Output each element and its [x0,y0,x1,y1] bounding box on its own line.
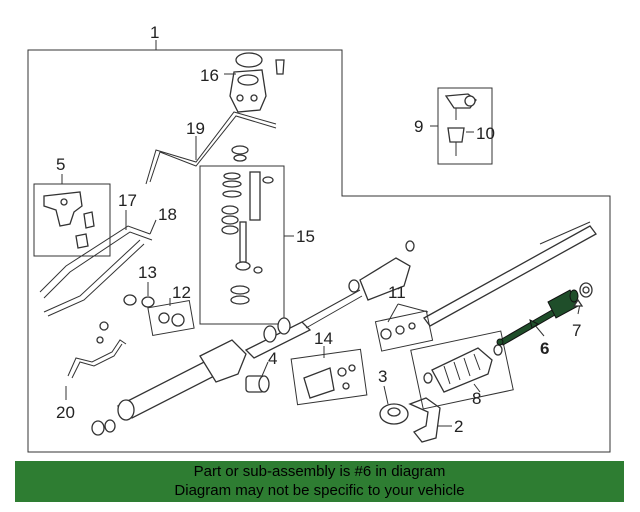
notice-line-2: Diagram may not be specific to your vehi… [174,482,465,499]
callout-9[interactable]: 9 [414,117,423,136]
callout-19[interactable]: 19 [186,119,205,138]
callout-7[interactable]: 7 [572,321,581,340]
mount-bushing-part[interactable] [245,375,270,393]
callout-10[interactable]: 10 [476,124,495,143]
inner-boot-part[interactable] [348,240,415,301]
boot-kit-part[interactable] [423,344,503,393]
callout-1[interactable]: 1 [150,23,159,42]
feed-line-part[interactable] [67,339,127,379]
mount-kit-box [147,299,195,337]
callout-13[interactable]: 13 [138,263,157,282]
lock-nut-part[interactable] [579,282,593,298]
mount-kit-part[interactable] [158,312,185,327]
bracket-part[interactable] [43,191,95,249]
insulator-part[interactable] [379,403,409,425]
bushing-part-13[interactable] [123,294,155,308]
notice-banner: Part or sub-assembly is #6 in diagram Di… [15,461,624,502]
clamp-part[interactable] [408,397,441,443]
callout-12[interactable]: 12 [172,283,191,302]
pressure-line-part[interactable] [145,111,277,185]
callout-11[interactable]: 11 [388,283,406,302]
outer-boot-part[interactable] [303,364,356,399]
return-line-part[interactable] [39,225,153,317]
boot-kit-box [410,330,514,410]
seal-kit-box [199,165,285,325]
rack-seal-part[interactable] [380,322,416,340]
rack-bar-part[interactable] [423,221,597,327]
callout-14[interactable]: 14 [314,329,333,348]
callout-6[interactable]: 6 [540,339,549,358]
callout-15[interactable]: 15 [296,227,315,246]
callout-4[interactable]: 4 [268,349,277,368]
callout-8[interactable]: 8 [472,389,481,408]
callout-18[interactable]: 18 [158,205,177,224]
bracket-box [33,183,111,257]
callout-16[interactable]: 16 [200,66,219,85]
parts-diagram: 1 9 10 5 16 19 17 18 [27,23,611,453]
outer-boot-box [290,348,368,406]
callout-2[interactable]: 2 [454,417,463,436]
callout-17[interactable]: 17 [118,191,137,210]
callout-20[interactable]: 20 [56,403,75,422]
notice-line-1: Part or sub-assembly is #6 in diagram [193,463,446,480]
seal-kit-parts[interactable] [221,145,274,305]
rack-housing-part[interactable] [91,289,363,436]
inner-tie-rod-part[interactable] [496,289,579,346]
callout-5[interactable]: 5 [56,155,65,174]
callout-3[interactable]: 3 [378,367,387,386]
assembly-frame [27,49,611,453]
tie-rod-end-part[interactable] [444,93,477,156]
pinion-housing-part[interactable] [229,52,285,113]
rack-seal-box [374,310,434,352]
